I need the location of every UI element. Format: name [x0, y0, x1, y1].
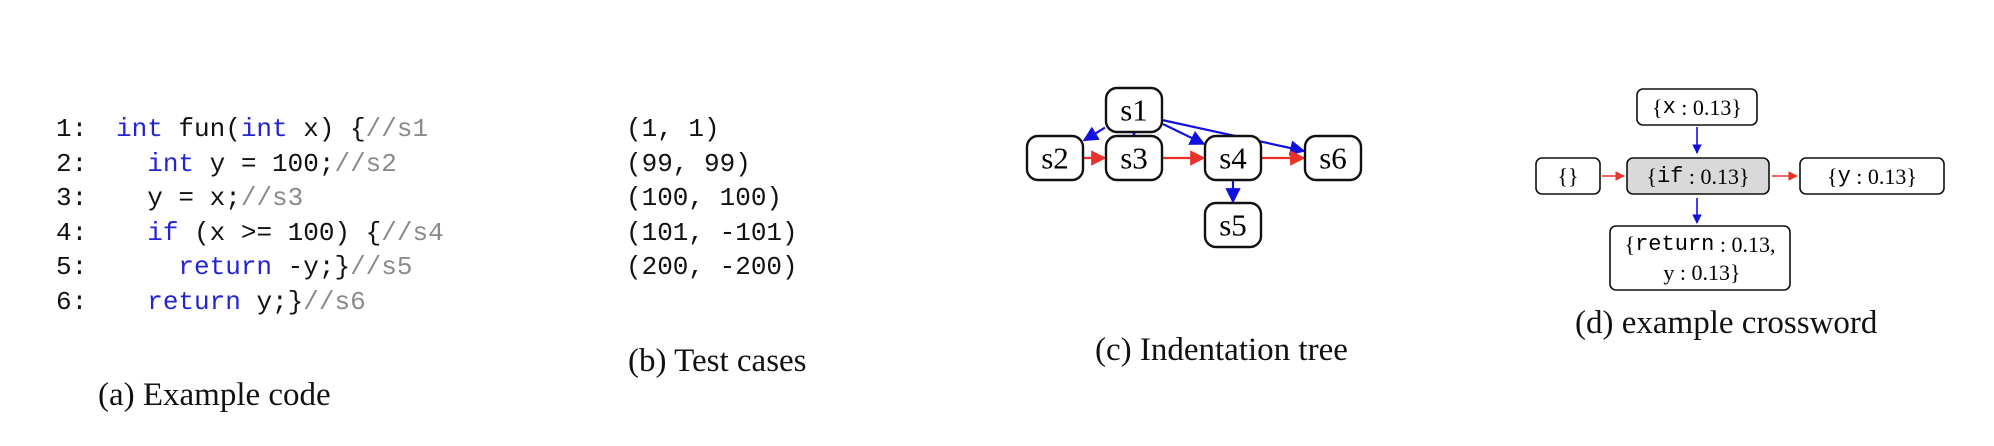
- test-case: (99, 99): [626, 148, 751, 179]
- tree-node-label: s4: [1219, 141, 1247, 176]
- crossword-cell-center: {if : 0.13}: [1626, 157, 1770, 195]
- code-keyword: int: [240, 114, 288, 144]
- tree-node-label: s5: [1219, 208, 1247, 243]
- caption-indentation-tree: (c) Indentation tree: [1095, 332, 1348, 368]
- code-token: y;}: [240, 286, 304, 317]
- code-indent: [116, 183, 147, 213]
- code-keyword: int: [116, 114, 163, 144]
- code-indent: [116, 149, 147, 179]
- code-keyword: if: [147, 217, 179, 248]
- tree-node-label: s6: [1319, 141, 1347, 176]
- code-token: fun(: [162, 114, 241, 144]
- caption-example-crossword: (d) example crossword: [1575, 305, 1878, 341]
- tree-node-s1: s1: [1104, 86, 1164, 134]
- svg-text:{return : 0.13,: {return : 0.13,: [1625, 232, 1776, 257]
- line-number: 5:: [56, 252, 88, 282]
- code-comment: //s1: [365, 114, 429, 144]
- code-comment: //s4: [381, 217, 444, 248]
- line-number: 6:: [56, 286, 88, 317]
- code-keyword: return: [178, 252, 273, 282]
- code-indent: [116, 287, 147, 317]
- svg-text:{y : 0.13}: {y : 0.13}: [1827, 164, 1917, 189]
- line-number: 3:: [56, 183, 88, 213]
- crossword-cell-top: {x : 0.13}: [1636, 88, 1758, 126]
- svg-text:{}: {}: [1557, 164, 1578, 189]
- test-case: (1, 1): [626, 114, 720, 144]
- code-line: 5: return -y;}//s5: [56, 250, 444, 285]
- test-case: (200, -200): [626, 252, 798, 282]
- crossword-cell-left: {}: [1535, 157, 1601, 195]
- test-cases-list: (1, 1) (99, 99) (100, 100) (101, -101) (200,…: [626, 112, 798, 285]
- code-token: y = 100;: [194, 148, 335, 179]
- example-crossword-diagram: {x : 0.13} {} {if : 0.13} {y : 0.13} {re…: [1535, 88, 1945, 291]
- indentation-tree-diagram: s1 s2 s3 s4 s5 s6: [1025, 86, 1363, 249]
- tree-node-label: s1: [1120, 93, 1148, 128]
- code-token: y = x;: [147, 183, 241, 213]
- code-token: x) {: [287, 114, 366, 144]
- crossword-cell-right: {y : 0.13}: [1799, 157, 1945, 195]
- caption-test-cases: (b) Test cases: [628, 343, 807, 379]
- caption-example-code: (a) Example code: [98, 377, 331, 413]
- code-line: 4: if (x >= 100) {//s4: [56, 216, 444, 251]
- code-keyword: return: [147, 286, 241, 317]
- code-line: 6: return y;}//s6: [56, 285, 444, 320]
- tree-nodes: s1 s2 s3 s4 s5 s6: [1025, 86, 1363, 249]
- tree-node-s3: s3: [1104, 134, 1164, 182]
- tree-node-label: s2: [1041, 141, 1069, 176]
- line-number: 1:: [56, 114, 88, 144]
- code-token: (x >= 100) {: [178, 217, 382, 248]
- code-indent: [116, 252, 178, 282]
- svg-text:{if : 0.13}: {if : 0.13}: [1646, 164, 1749, 189]
- tree-node-s6: s6: [1303, 134, 1363, 182]
- code-line: 1: int fun(int x) {//s1: [56, 112, 444, 147]
- tree-node-s4: s4: [1203, 134, 1263, 182]
- code-line: 2: int y = 100;//s2: [56, 147, 444, 182]
- tree-edge-s1-s2: [1082, 126, 1106, 142]
- test-case: (100, 100): [626, 183, 783, 213]
- svg-text:y : 0.13}: y : 0.13}: [1663, 260, 1740, 285]
- code-keyword: int: [147, 148, 195, 179]
- code-comment: //s5: [350, 252, 413, 282]
- test-case: (101, -101): [626, 217, 798, 248]
- code-indent: [116, 218, 147, 248]
- crossword-cell-bottom: {return : 0.13, y : 0.13}: [1609, 225, 1791, 291]
- tree-node-label: s3: [1120, 141, 1148, 176]
- code-token: -y;}: [272, 252, 351, 282]
- tree-edge-s1-s4: [1162, 123, 1206, 145]
- code-comment: //s3: [240, 183, 304, 213]
- code-comment: //s6: [303, 286, 366, 317]
- tree-node-s5: s5: [1203, 201, 1263, 249]
- code-line: 3: y = x;//s3: [56, 181, 444, 216]
- svg-text:{x : 0.13}: {x : 0.13}: [1652, 95, 1742, 120]
- line-number: 2:: [56, 148, 88, 179]
- tree-node-s2: s2: [1025, 134, 1085, 182]
- code-comment: //s2: [334, 148, 397, 179]
- line-number: 4:: [56, 217, 88, 248]
